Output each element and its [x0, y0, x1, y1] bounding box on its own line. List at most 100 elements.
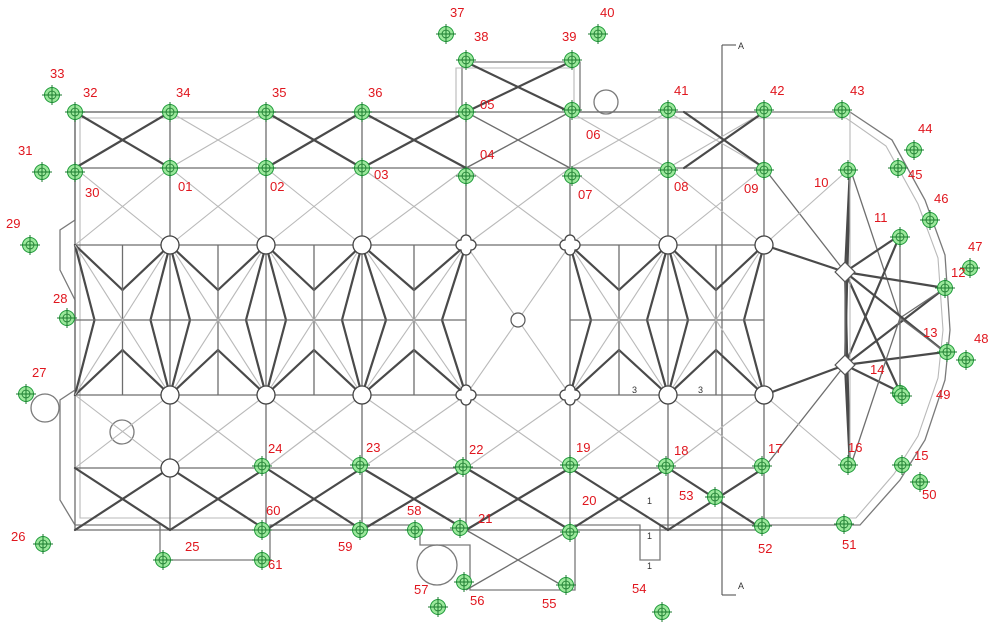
survey-marker-icon	[658, 100, 678, 120]
rib	[360, 243, 388, 322]
survey-marker-icon	[560, 455, 580, 475]
rib	[73, 138, 124, 170]
marker-label: 57	[414, 582, 429, 597]
rib	[264, 348, 316, 397]
rib	[666, 243, 690, 322]
rib	[667, 111, 765, 169]
marker-label: 44	[918, 121, 933, 136]
outer-wall	[59, 61, 951, 591]
rib	[440, 243, 468, 322]
dimension-mark: 1	[647, 561, 653, 571]
survey-marker-icon	[350, 520, 370, 540]
rib	[412, 243, 468, 292]
stair-turret	[416, 544, 458, 586]
marker-label: 16	[848, 440, 863, 455]
rib	[361, 244, 467, 396]
survey-marker-icon	[834, 514, 854, 534]
rib	[216, 243, 268, 292]
rib	[722, 138, 766, 170]
marker-label: 02	[270, 179, 285, 194]
rib	[849, 317, 901, 469]
survey-marker-icon	[652, 602, 672, 622]
survey-marker-icon	[456, 50, 476, 70]
survey-marker-icon	[160, 158, 180, 178]
pillar	[559, 384, 581, 406]
stair-turret	[593, 89, 619, 115]
rib	[849, 167, 901, 319]
rib	[666, 243, 718, 292]
boss	[510, 312, 526, 328]
rib	[843, 286, 947, 367]
survey-marker-icon	[456, 166, 476, 186]
survey-marker-icon	[838, 455, 858, 475]
rib	[264, 243, 288, 322]
survey-marker-icon	[956, 350, 976, 370]
pillar	[455, 234, 477, 256]
rib	[465, 111, 571, 169]
survey-marker-icon	[428, 597, 448, 617]
rib	[168, 466, 268, 532]
rib	[568, 466, 670, 532]
pillar	[455, 384, 477, 406]
rib	[244, 243, 268, 322]
survey-marker-icon	[560, 522, 580, 542]
rib	[412, 110, 468, 142]
marker-label: 35	[272, 85, 287, 100]
survey-marker-icon	[588, 24, 608, 44]
rib	[74, 167, 171, 246]
marker-label: 24	[268, 441, 283, 456]
rib	[645, 318, 670, 397]
dimension-mark: 3	[632, 385, 638, 395]
survey-marker-icon	[892, 386, 912, 406]
rib	[465, 529, 571, 591]
rib	[762, 363, 847, 397]
rib	[568, 348, 621, 397]
rib	[360, 348, 416, 397]
survey-marker-icon	[754, 160, 774, 180]
rib	[73, 243, 96, 322]
marker-label: 08	[674, 179, 689, 194]
marker-label: 27	[32, 365, 47, 380]
rib	[667, 394, 765, 469]
rib	[645, 243, 670, 322]
marker-label: 25	[185, 539, 200, 554]
rib	[312, 138, 364, 170]
survey-marker-icon	[890, 227, 910, 247]
rib	[340, 243, 364, 322]
rib	[121, 110, 172, 142]
survey-marker-icon	[562, 100, 582, 120]
marker-label: 60	[266, 503, 281, 518]
rib	[244, 318, 268, 397]
marker-label: 22	[469, 442, 484, 457]
pillar	[160, 235, 180, 255]
marker-label: 30	[85, 185, 100, 200]
marker-label: 52	[758, 541, 773, 556]
rib	[168, 243, 192, 322]
pillar	[658, 235, 678, 255]
rib	[843, 363, 902, 394]
marker-label: 26	[11, 529, 26, 544]
rib	[216, 348, 268, 397]
rib	[412, 348, 468, 397]
marker-label: 38	[474, 29, 489, 44]
rib	[360, 466, 468, 532]
rib	[617, 348, 670, 397]
rib	[667, 167, 765, 246]
rib	[360, 138, 416, 170]
stair-turret	[109, 419, 135, 445]
marker-label: 48	[974, 331, 989, 346]
survey-marker-icon	[352, 158, 372, 178]
survey-marker-icon	[252, 456, 272, 476]
rib	[360, 243, 416, 292]
marker-label: 50	[922, 487, 937, 502]
survey-marker-icon	[450, 518, 470, 538]
pillar	[160, 458, 180, 478]
rib	[465, 394, 571, 469]
rib	[714, 243, 766, 292]
survey-marker-icon	[562, 166, 582, 186]
marker-label: 39	[562, 29, 577, 44]
pillar	[256, 235, 276, 255]
marker-label: 29	[6, 216, 21, 231]
marker-label: 09	[744, 181, 759, 196]
rib	[73, 318, 96, 397]
